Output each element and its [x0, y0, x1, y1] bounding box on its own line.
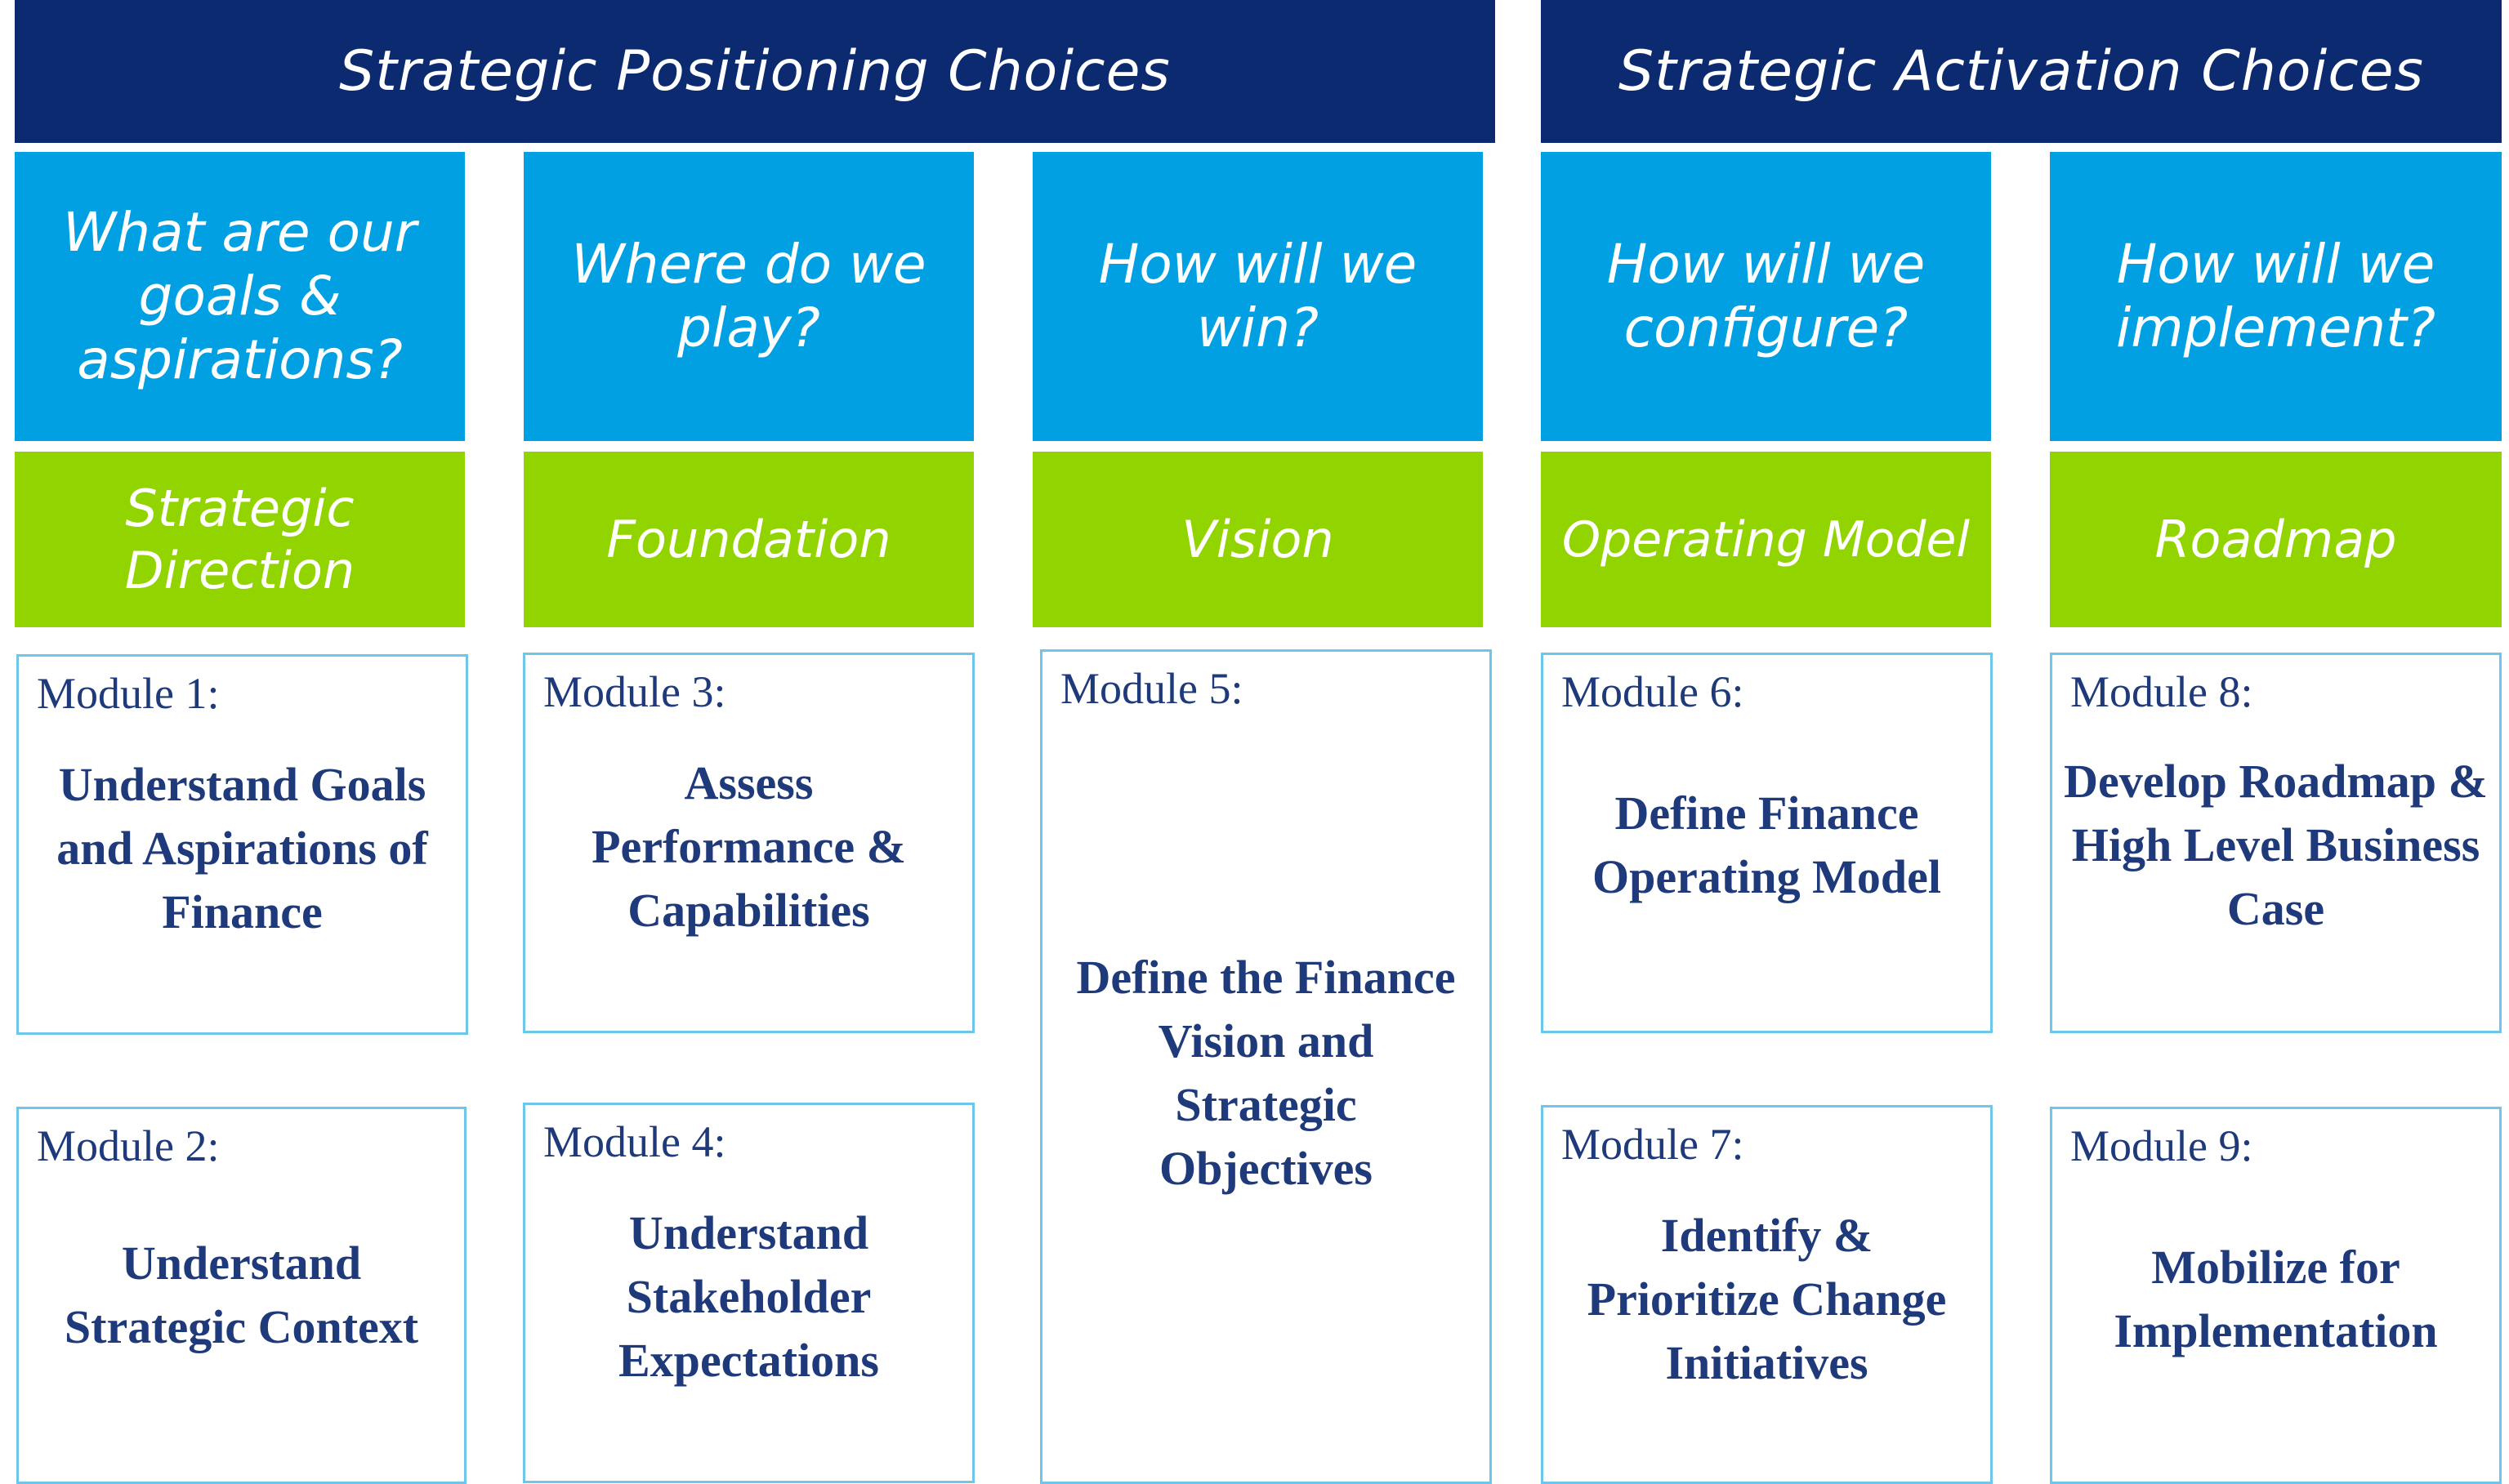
- module-9-box: Module 9: Mobilize for Implementation: [2050, 1107, 2502, 1484]
- strategic-positioning-header: Strategic Positioning Choices: [15, 0, 1495, 143]
- module-3-title: Assess Performance & Capabilities: [592, 756, 906, 937]
- module-6-box: Module 6: Define Finance Operating Model: [1541, 653, 1993, 1033]
- module-3-box: Module 3: Assess Performance & Capabilit…: [523, 653, 975, 1033]
- phase-strategic-direction: Strategic Direction: [15, 452, 465, 627]
- question-implement: How will we implement?: [2050, 152, 2502, 441]
- module-2-box: Module 2: Understand Strategic Context: [16, 1107, 467, 1484]
- strategic-activation-header: Strategic Activation Choices: [1541, 0, 2502, 143]
- phase-operating-model: Operating Model: [1541, 452, 1991, 627]
- module-4-box: Module 4: Understand Stakeholder Expecta…: [523, 1103, 975, 1483]
- phase-strategic-direction-text: Strategic Direction: [124, 478, 355, 600]
- module-4-label: Module 4:: [543, 1117, 726, 1166]
- phase-roadmap: Roadmap: [2050, 452, 2502, 627]
- question-how-win: How will we win?: [1033, 152, 1483, 441]
- module-2-title: Understand Strategic Context: [64, 1237, 419, 1353]
- question-where-play: Where do we play?: [524, 152, 974, 441]
- module-1-title: Understand Goals and Aspirations of Fina…: [56, 758, 428, 938]
- module-6-title: Define Finance Operating Model: [1592, 787, 1941, 903]
- module-9-title: Mobilize for Implementation: [2114, 1241, 2438, 1357]
- module-7-label: Module 7:: [1561, 1120, 1744, 1169]
- module-8-title: Develop Roadmap & High Level Business Ca…: [2064, 755, 2488, 935]
- module-5-box: Module 5: Define the Finance Vision and …: [1040, 649, 1492, 1484]
- phase-vision: Vision: [1033, 452, 1483, 627]
- module-1-label: Module 1:: [37, 669, 220, 718]
- module-4-title: Understand Stakeholder Expectations: [618, 1206, 879, 1387]
- question-configure: How will we configure?: [1541, 152, 1991, 441]
- phase-foundation: Foundation: [524, 452, 974, 627]
- module-8-box: Module 8: Develop Roadmap & High Level B…: [2050, 653, 2502, 1033]
- module-2-label: Module 2:: [37, 1121, 220, 1170]
- module-1-box: Module 1: Understand Goals and Aspiratio…: [16, 654, 468, 1035]
- module-5-title: Define the Finance Vision and Strategic …: [1076, 951, 1456, 1195]
- question-goals: What are our goals & aspirations?: [15, 152, 465, 441]
- module-8-label: Module 8:: [2070, 667, 2253, 716]
- module-3-label: Module 3:: [543, 667, 726, 716]
- module-7-box: Module 7: Identify & Prioritize Change I…: [1541, 1105, 1993, 1484]
- module-5-label: Module 5:: [1060, 664, 1243, 713]
- module-6-label: Module 6:: [1561, 667, 1744, 716]
- module-9-label: Module 9:: [2070, 1121, 2253, 1170]
- module-7-title: Identify & Prioritize Change Initiatives: [1587, 1209, 1947, 1389]
